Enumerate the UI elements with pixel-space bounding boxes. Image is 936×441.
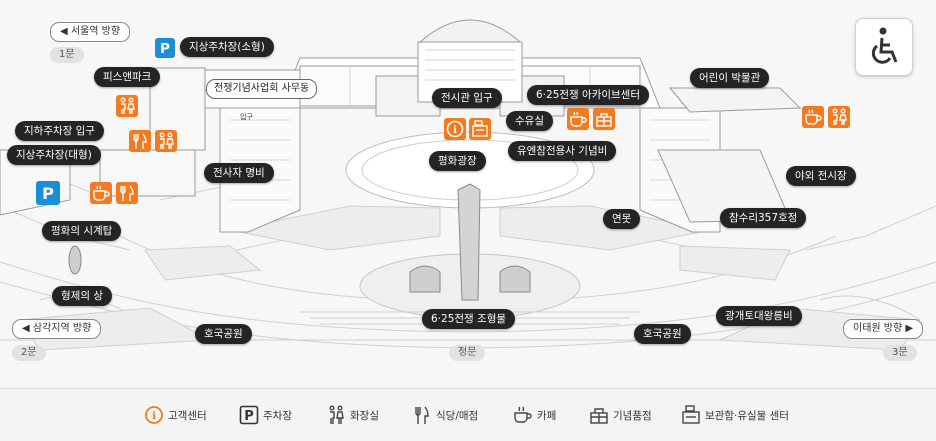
cafe-icon: [514, 406, 532, 423]
gate-3: 3문: [883, 345, 917, 361]
main-gate: 정문: [449, 345, 486, 361]
map-area: ◀ 서울역 방향 ◀ 삼각지역 방향 이태원 방향 ▶ 1문 2문 3문 정문 …: [0, 18, 936, 361]
legend-label-parking: 주차장: [263, 410, 292, 422]
label-un-memorial[interactable]: 유엔참전용사 기념비: [508, 141, 617, 161]
label-parking-small[interactable]: 지상주차장(소형): [180, 37, 274, 57]
direction-itaewon-label: 이태원 방향: [853, 323, 903, 334]
svg-text:P: P: [244, 409, 254, 424]
legend-label-info: 고객센터: [168, 410, 207, 422]
restroom-icon: [329, 405, 344, 424]
label-hoguk-park-right[interactable]: 호국공원: [634, 324, 691, 344]
legend-label-restaurant: 식당/매점: [436, 410, 479, 422]
direction-samgakji[interactable]: ◀ 삼각지역 방향: [12, 319, 102, 339]
legend-label-souvenir: 기념품점: [613, 410, 652, 422]
restaurant-icon: [415, 406, 429, 424]
label-chamsuri[interactable]: 참수리357호정: [720, 208, 807, 228]
label-ground-parking-large[interactable]: 지상주차장(대형): [7, 145, 101, 165]
svg-text:i: i: [453, 125, 457, 136]
label-childrens-museum[interactable]: 어린이 박물관: [690, 68, 770, 88]
info-icon: i: [145, 406, 163, 424]
parking-icon[interactable]: P: [36, 181, 60, 205]
cafe-icon[interactable]: [567, 108, 589, 130]
info-icon[interactable]: i: [444, 118, 466, 140]
gate-1: 1문: [50, 47, 84, 63]
restroom-icon[interactable]: [828, 106, 850, 128]
souvenir-icon[interactable]: [593, 108, 615, 130]
office-entrance-label: 입구: [240, 113, 253, 121]
label-gwanggaeto-stele[interactable]: 광개토대왕릉비: [716, 306, 802, 326]
label-nursing-room[interactable]: 수유실: [506, 111, 553, 131]
label-archive-center[interactable]: 6·25전쟁 아카이브센터: [527, 85, 649, 105]
souvenir-icon: [590, 408, 608, 424]
restaurant-icon[interactable]: [129, 130, 151, 152]
label-peace-clock-tower[interactable]: 평화의 시계탑: [42, 221, 122, 241]
label-war-memorial-office[interactable]: 전쟁기념사업회 사무동: [206, 79, 318, 99]
label-underground-parking[interactable]: 지하주차장 입구: [15, 121, 104, 141]
wheelchair-toggle-button[interactable]: [855, 18, 913, 76]
label-pond[interactable]: 연못: [603, 209, 641, 229]
restroom-icon[interactable]: [116, 95, 138, 117]
label-war-sculpture[interactable]: 6·25전쟁 조형물: [422, 309, 516, 329]
label-brothers-statue[interactable]: 형제의 상: [52, 286, 112, 306]
direction-itaewon[interactable]: 이태원 방향 ▶: [843, 319, 924, 339]
wheelchair-icon: [871, 27, 898, 64]
label-hoguk-park-left[interactable]: 호국공원: [195, 324, 252, 344]
restroom-icon[interactable]: [155, 130, 177, 152]
legend-label-locker: 보관함·유실물 센터: [705, 410, 789, 422]
parking-icon[interactable]: P: [155, 38, 175, 58]
locker-icon[interactable]: [469, 118, 491, 140]
gate-2: 2문: [12, 345, 46, 361]
label-fallen-roll[interactable]: 전사자 명비: [204, 163, 274, 183]
svg-text:P: P: [42, 184, 54, 203]
label-peace-park[interactable]: 피스앤파크: [94, 67, 161, 87]
svg-text:P: P: [160, 41, 170, 57]
direction-seoul-station[interactable]: ◀ 서울역 방향: [50, 22, 131, 42]
label-peace-plaza[interactable]: 평화광장: [429, 151, 486, 171]
legend-bar: i 고객센터 P 주차장 화장실 식당/매점 카페 기념품점 보관함·유실물 센…: [0, 388, 936, 441]
parking-icon: P: [239, 405, 259, 425]
restaurant-icon[interactable]: [116, 182, 138, 204]
direction-samgakji-label: 삼각지역 방향: [32, 323, 92, 334]
map-illustration: [0, 19, 936, 351]
legend-label-restroom: 화장실: [350, 410, 379, 422]
label-exhibition-entrance[interactable]: 전시관 입구: [432, 88, 502, 108]
locker-icon: [682, 405, 700, 424]
label-outdoor-exhibition[interactable]: 야외 전시장: [786, 166, 856, 186]
legend-label-cafe: 카페: [537, 410, 557, 422]
cafe-icon[interactable]: [802, 106, 824, 128]
direction-seoul-station-label: 서울역 방향: [70, 26, 121, 37]
svg-text:i: i: [152, 411, 156, 422]
cafe-icon[interactable]: [90, 182, 112, 204]
